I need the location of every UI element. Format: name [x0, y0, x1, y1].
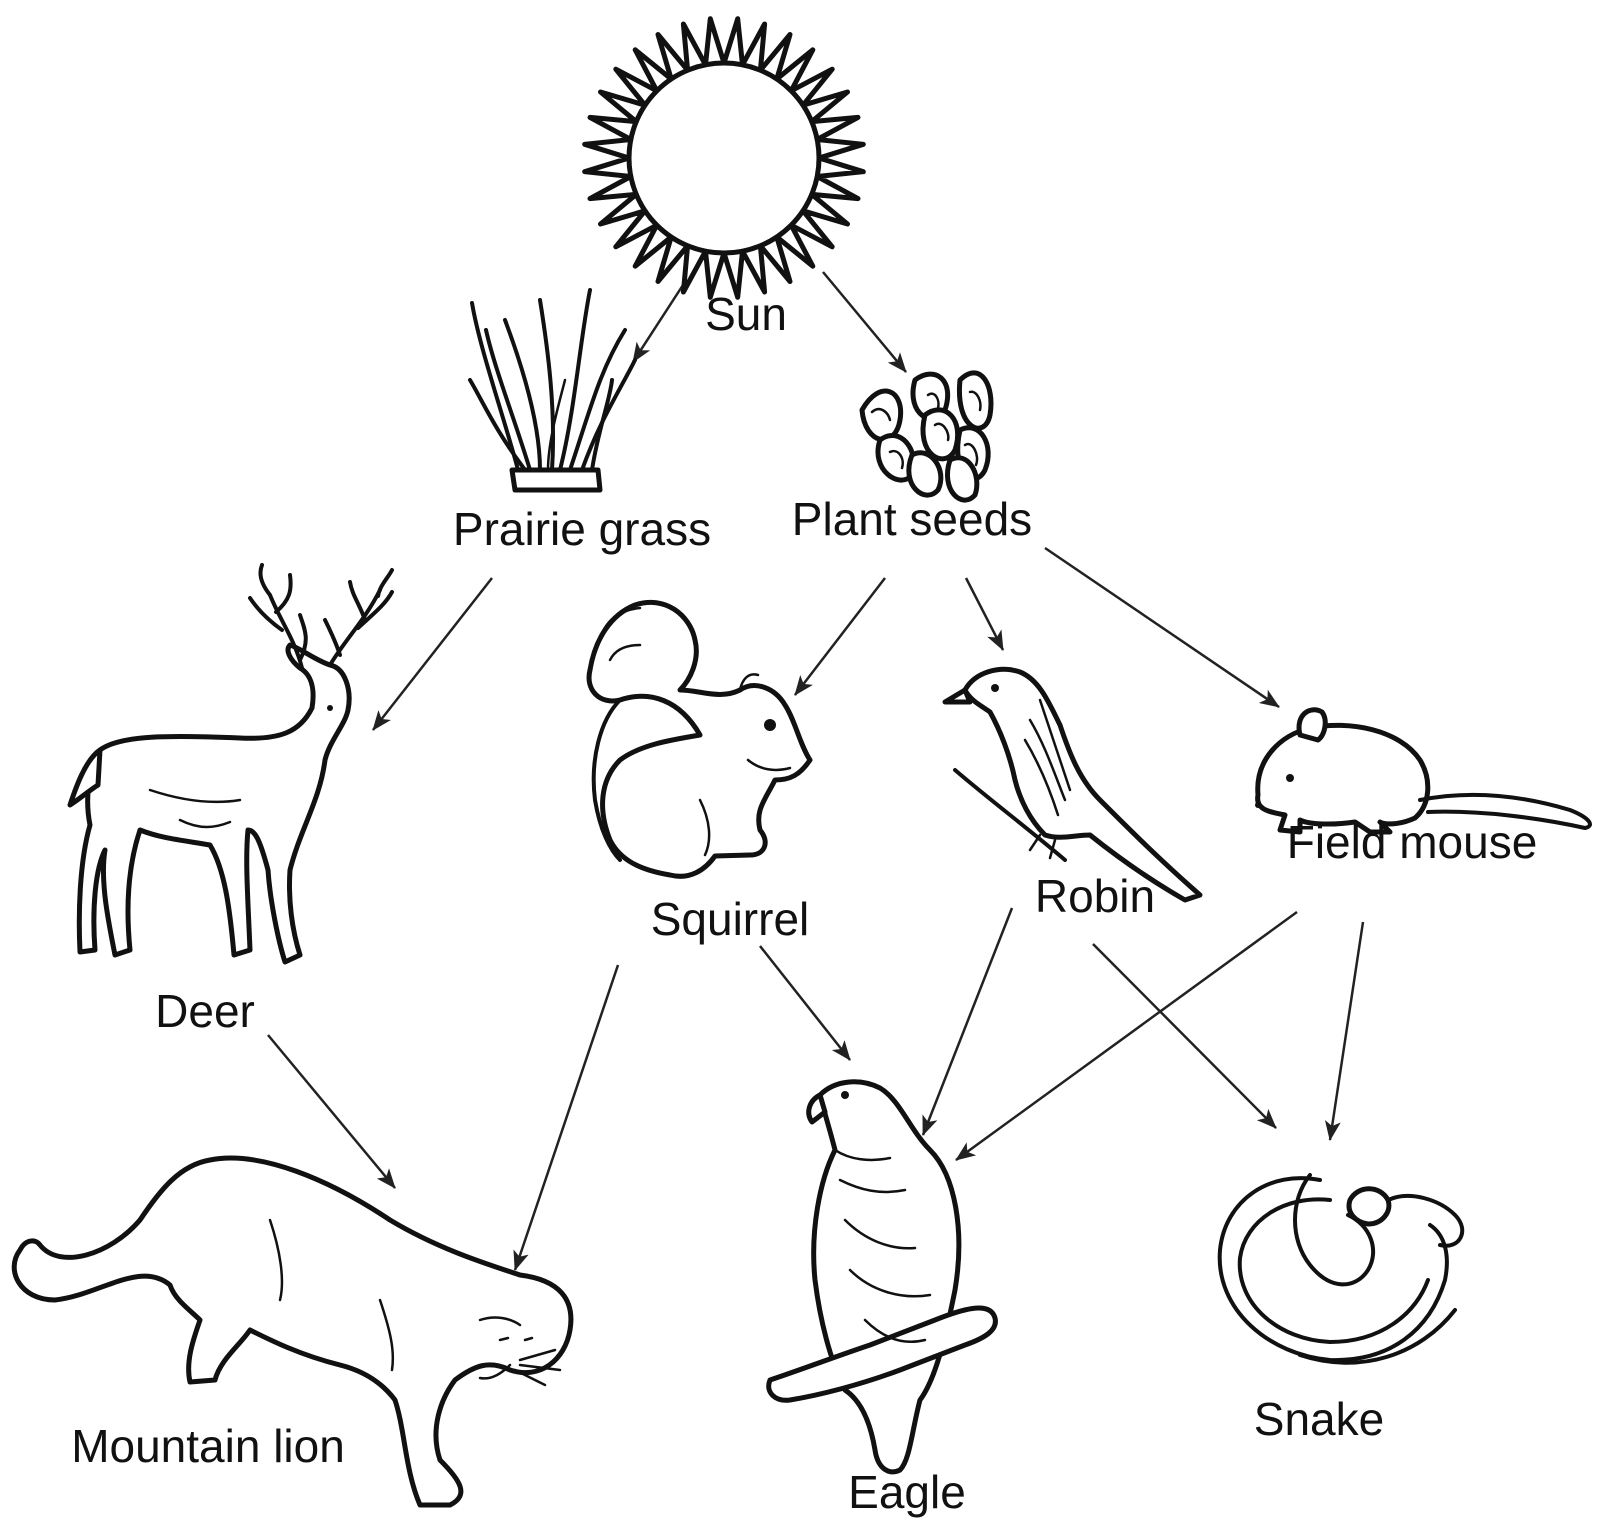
- arrow-robin-to-eagle: [921, 907, 1014, 1136]
- sun-label: Sun: [705, 288, 787, 340]
- field-mouse-label: Field mouse: [1287, 816, 1538, 868]
- arrows-layer: [267, 271, 1365, 1271]
- arrow-deer-to-mountain-lion: [267, 1034, 396, 1189]
- arrow-prairie-grass-to-deer: [372, 577, 493, 731]
- deer-label: Deer: [155, 985, 255, 1037]
- arrow-squirrel-to-eagle: [759, 945, 851, 1061]
- snake-label: Snake: [1254, 1393, 1384, 1445]
- arrow-robin-to-snake: [1092, 943, 1277, 1129]
- eagle-label: Eagle: [848, 1466, 966, 1518]
- arrow-field-mouse-to-eagle: [955, 910, 1298, 1162]
- prairie-grass-label: Prairie grass: [453, 503, 711, 555]
- arrow-sun-to-prairie-grass: [631, 284, 685, 363]
- mouse-icon: [1255, 707, 1592, 835]
- eagle-icon: [766, 1079, 998, 1475]
- arrow-plant-seeds-to-robin: [964, 577, 1005, 651]
- mountain-lion-icon: [11, 1155, 574, 1508]
- plant-seeds-label: Plant seeds: [792, 493, 1032, 545]
- arrow-plant-seeds-to-squirrel: [794, 577, 886, 696]
- arrow-squirrel-to-mountain-lion: [513, 964, 620, 1271]
- robin-icon: [942, 666, 1203, 903]
- deer-icon: [67, 563, 394, 965]
- squirrel-icon: [586, 599, 813, 879]
- arrow-plant-seeds-to-field-mouse: [1044, 546, 1280, 709]
- robin-label: Robin: [1035, 870, 1155, 922]
- sun-icon: [582, 16, 866, 300]
- seeds-icon: [859, 370, 994, 503]
- mountain-lion-label: Mountain lion: [71, 1420, 345, 1472]
- snake-icon: [1217, 1173, 1465, 1365]
- squirrel-label: Squirrel: [651, 893, 810, 945]
- arrow-field-mouse-to-snake: [1324, 921, 1365, 1141]
- grass-icon: [468, 288, 637, 493]
- arrow-sun-to-plant-seeds: [822, 271, 907, 373]
